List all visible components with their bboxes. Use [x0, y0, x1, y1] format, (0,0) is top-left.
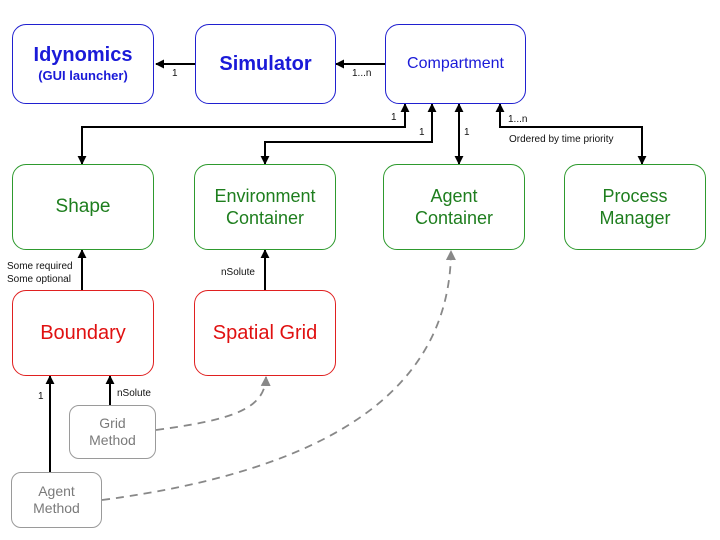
label-gridmethod-boundary: nSolute	[117, 388, 151, 399]
edge-agentmethod-agentcontainer	[101, 250, 456, 501]
node-shape-title: Shape	[55, 196, 111, 218]
node-grid-method[interactable]: Grid Method	[69, 405, 156, 459]
node-compartment-title: Compartment	[407, 55, 504, 72]
node-shape[interactable]: Shape	[12, 164, 154, 250]
node-environment-line1: Environment	[214, 185, 316, 206]
node-spatial-grid-title: Spatial Grid	[212, 321, 318, 344]
node-agent-container-line1: Agent	[430, 185, 478, 206]
node-compartment[interactable]: Compartment	[385, 24, 526, 104]
edge-compartment-shape	[77, 103, 410, 165]
node-grid-method-line2: Method	[89, 432, 136, 448]
node-boundary-title: Boundary	[40, 321, 126, 344]
node-agent-container[interactable]: Agent Container	[383, 164, 525, 250]
node-idynomics[interactable]: Idynomics (GUI launcher)	[12, 24, 154, 104]
node-simulator[interactable]: Simulator	[195, 24, 336, 104]
node-environment-container[interactable]: Environment Container	[194, 164, 336, 250]
node-idynomics-subtitle: (GUI launcher)	[38, 68, 128, 84]
label-boundary-shape-line1: Some required	[7, 261, 73, 272]
label-compartment-shape: 1	[391, 112, 397, 123]
edge-compartment-environment	[260, 103, 437, 165]
node-spatial-grid[interactable]: Spatial Grid	[194, 290, 336, 376]
label-spatialgrid-environment: nSolute	[221, 267, 255, 278]
node-environment-line2: Container	[225, 208, 305, 228]
edge-gridmethod-spatialgrid	[155, 376, 271, 431]
label-compartment-agent: 1	[464, 127, 470, 138]
node-agent-method[interactable]: Agent Method	[11, 472, 102, 528]
node-grid-method-line1: Grid	[99, 414, 126, 431]
label-compartment-environment: 1	[419, 127, 425, 138]
node-process-manager-line1: Process	[602, 185, 668, 206]
label-agentmethod-boundary: 1	[38, 391, 44, 402]
node-process-manager-line2: Manager	[599, 208, 671, 228]
label-boundary-shape-line2: Some optional	[7, 274, 71, 285]
edge-compartment-process	[495, 103, 647, 165]
node-boundary[interactable]: Boundary	[12, 290, 154, 376]
node-process-manager[interactable]: Process Manager	[564, 164, 706, 250]
label-compartment-simulator: 1...n	[352, 68, 372, 79]
node-agent-container-line2: Container	[414, 208, 494, 228]
node-agent-method-line1: Agent	[38, 482, 75, 499]
node-idynomics-title: Idynomics	[33, 44, 133, 67]
label-compartment-process: 1...n	[508, 114, 528, 125]
node-agent-method-line2: Method	[33, 500, 80, 516]
node-simulator-title: Simulator	[219, 52, 312, 75]
label-process-note: Ordered by time priority	[509, 134, 614, 145]
label-simulator-idynomics: 1	[172, 68, 178, 79]
